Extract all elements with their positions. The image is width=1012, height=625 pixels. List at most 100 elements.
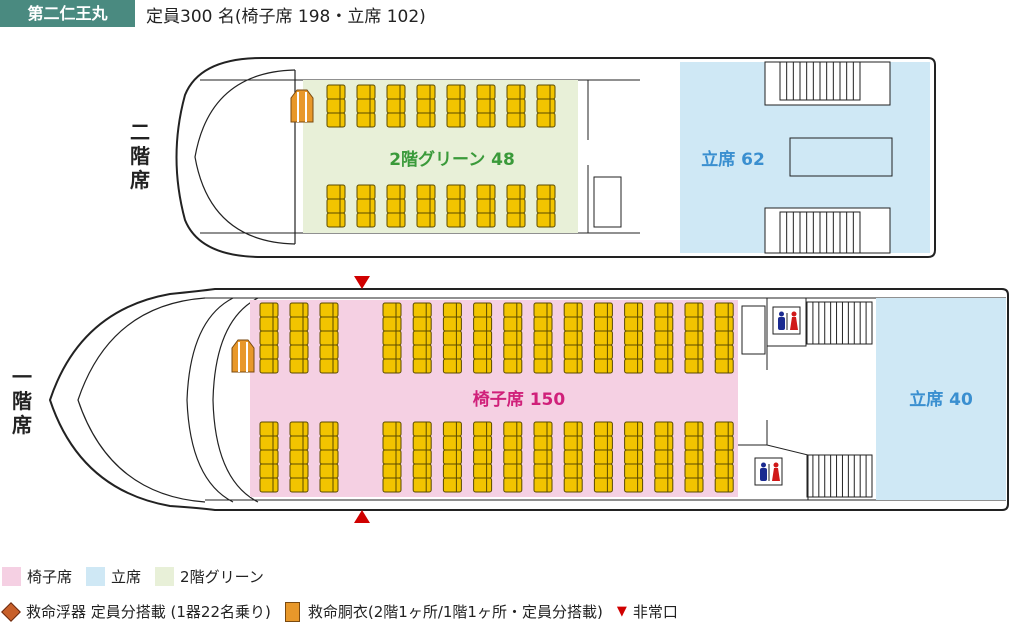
seat [356, 98, 376, 114]
seat [563, 358, 583, 374]
seat [714, 435, 734, 451]
seat [714, 477, 734, 493]
seat [442, 421, 462, 437]
seat [442, 302, 462, 318]
seat [386, 198, 406, 214]
seat [446, 112, 466, 128]
seat [289, 421, 309, 437]
seat [326, 198, 346, 214]
seat [319, 330, 339, 346]
seat [442, 316, 462, 332]
seat [593, 435, 613, 451]
legend-label: 救命浮器 定員分搭載 (1器22名乗り) [26, 603, 271, 621]
seat [654, 302, 674, 318]
seat [259, 302, 279, 318]
seat [319, 449, 339, 465]
seat [684, 316, 704, 332]
seat [386, 84, 406, 100]
seat [624, 421, 644, 437]
staircase [779, 61, 861, 101]
seat [476, 184, 496, 200]
capacity-text: 定員300 名(椅子席 198・立席 102) [146, 7, 426, 27]
upper-deck-label: 二階席 [130, 120, 150, 192]
seat [446, 212, 466, 228]
seat [536, 184, 556, 200]
seat [593, 330, 613, 346]
seat [319, 358, 339, 374]
seat [473, 330, 493, 346]
staircase [806, 454, 873, 498]
seat [473, 435, 493, 451]
legend-swatch-seat [2, 567, 21, 586]
seat [624, 330, 644, 346]
seat [289, 316, 309, 332]
seat [506, 98, 526, 114]
seat [533, 463, 553, 479]
seat [593, 421, 613, 437]
seat [563, 344, 583, 360]
seat [356, 112, 376, 128]
seat [259, 358, 279, 374]
seat [654, 449, 674, 465]
seat [506, 184, 526, 200]
seat [289, 302, 309, 318]
female-icon [772, 468, 780, 481]
seat [476, 84, 496, 100]
deck-plan: 2階グリーン 48 立席 62 椅子席 150 立席 40 [48, 57, 1009, 523]
seat [416, 198, 436, 214]
seat [416, 184, 436, 200]
seat [319, 344, 339, 360]
seat [442, 358, 462, 374]
seat [382, 421, 402, 437]
seat [356, 198, 376, 214]
seat [412, 316, 432, 332]
seat [416, 112, 436, 128]
seat [533, 302, 553, 318]
seat [714, 358, 734, 374]
seat [714, 302, 734, 318]
seat [624, 358, 644, 374]
seat [533, 330, 553, 346]
seat [536, 198, 556, 214]
seat [412, 463, 432, 479]
seat [412, 358, 432, 374]
seat [319, 302, 339, 318]
seat [563, 477, 583, 493]
seat [416, 84, 436, 100]
seat [506, 112, 526, 128]
seat [684, 302, 704, 318]
seat [442, 344, 462, 360]
seat [412, 449, 432, 465]
seat [563, 302, 583, 318]
seat [506, 84, 526, 100]
seat [714, 316, 734, 332]
seat [356, 212, 376, 228]
seat [289, 435, 309, 451]
seat [259, 330, 279, 346]
seat [326, 212, 346, 228]
seat [289, 463, 309, 479]
seat [593, 449, 613, 465]
lifejacket-icon [290, 89, 314, 123]
seat [412, 477, 432, 493]
seat [536, 98, 556, 114]
seat [289, 358, 309, 374]
male-icon [778, 317, 785, 330]
seat [473, 449, 493, 465]
seat [506, 212, 526, 228]
seat [593, 316, 613, 332]
seat [563, 463, 583, 479]
seat [446, 84, 466, 100]
seat [319, 316, 339, 332]
seat [503, 435, 523, 451]
seat [382, 316, 402, 332]
seat [319, 421, 339, 437]
seat [533, 421, 553, 437]
seat [386, 184, 406, 200]
seat [259, 463, 279, 479]
seat [326, 84, 346, 100]
seat [533, 316, 553, 332]
seat [654, 463, 674, 479]
lower-seat-label: 椅子席 150 [473, 389, 566, 410]
seat [326, 98, 346, 114]
